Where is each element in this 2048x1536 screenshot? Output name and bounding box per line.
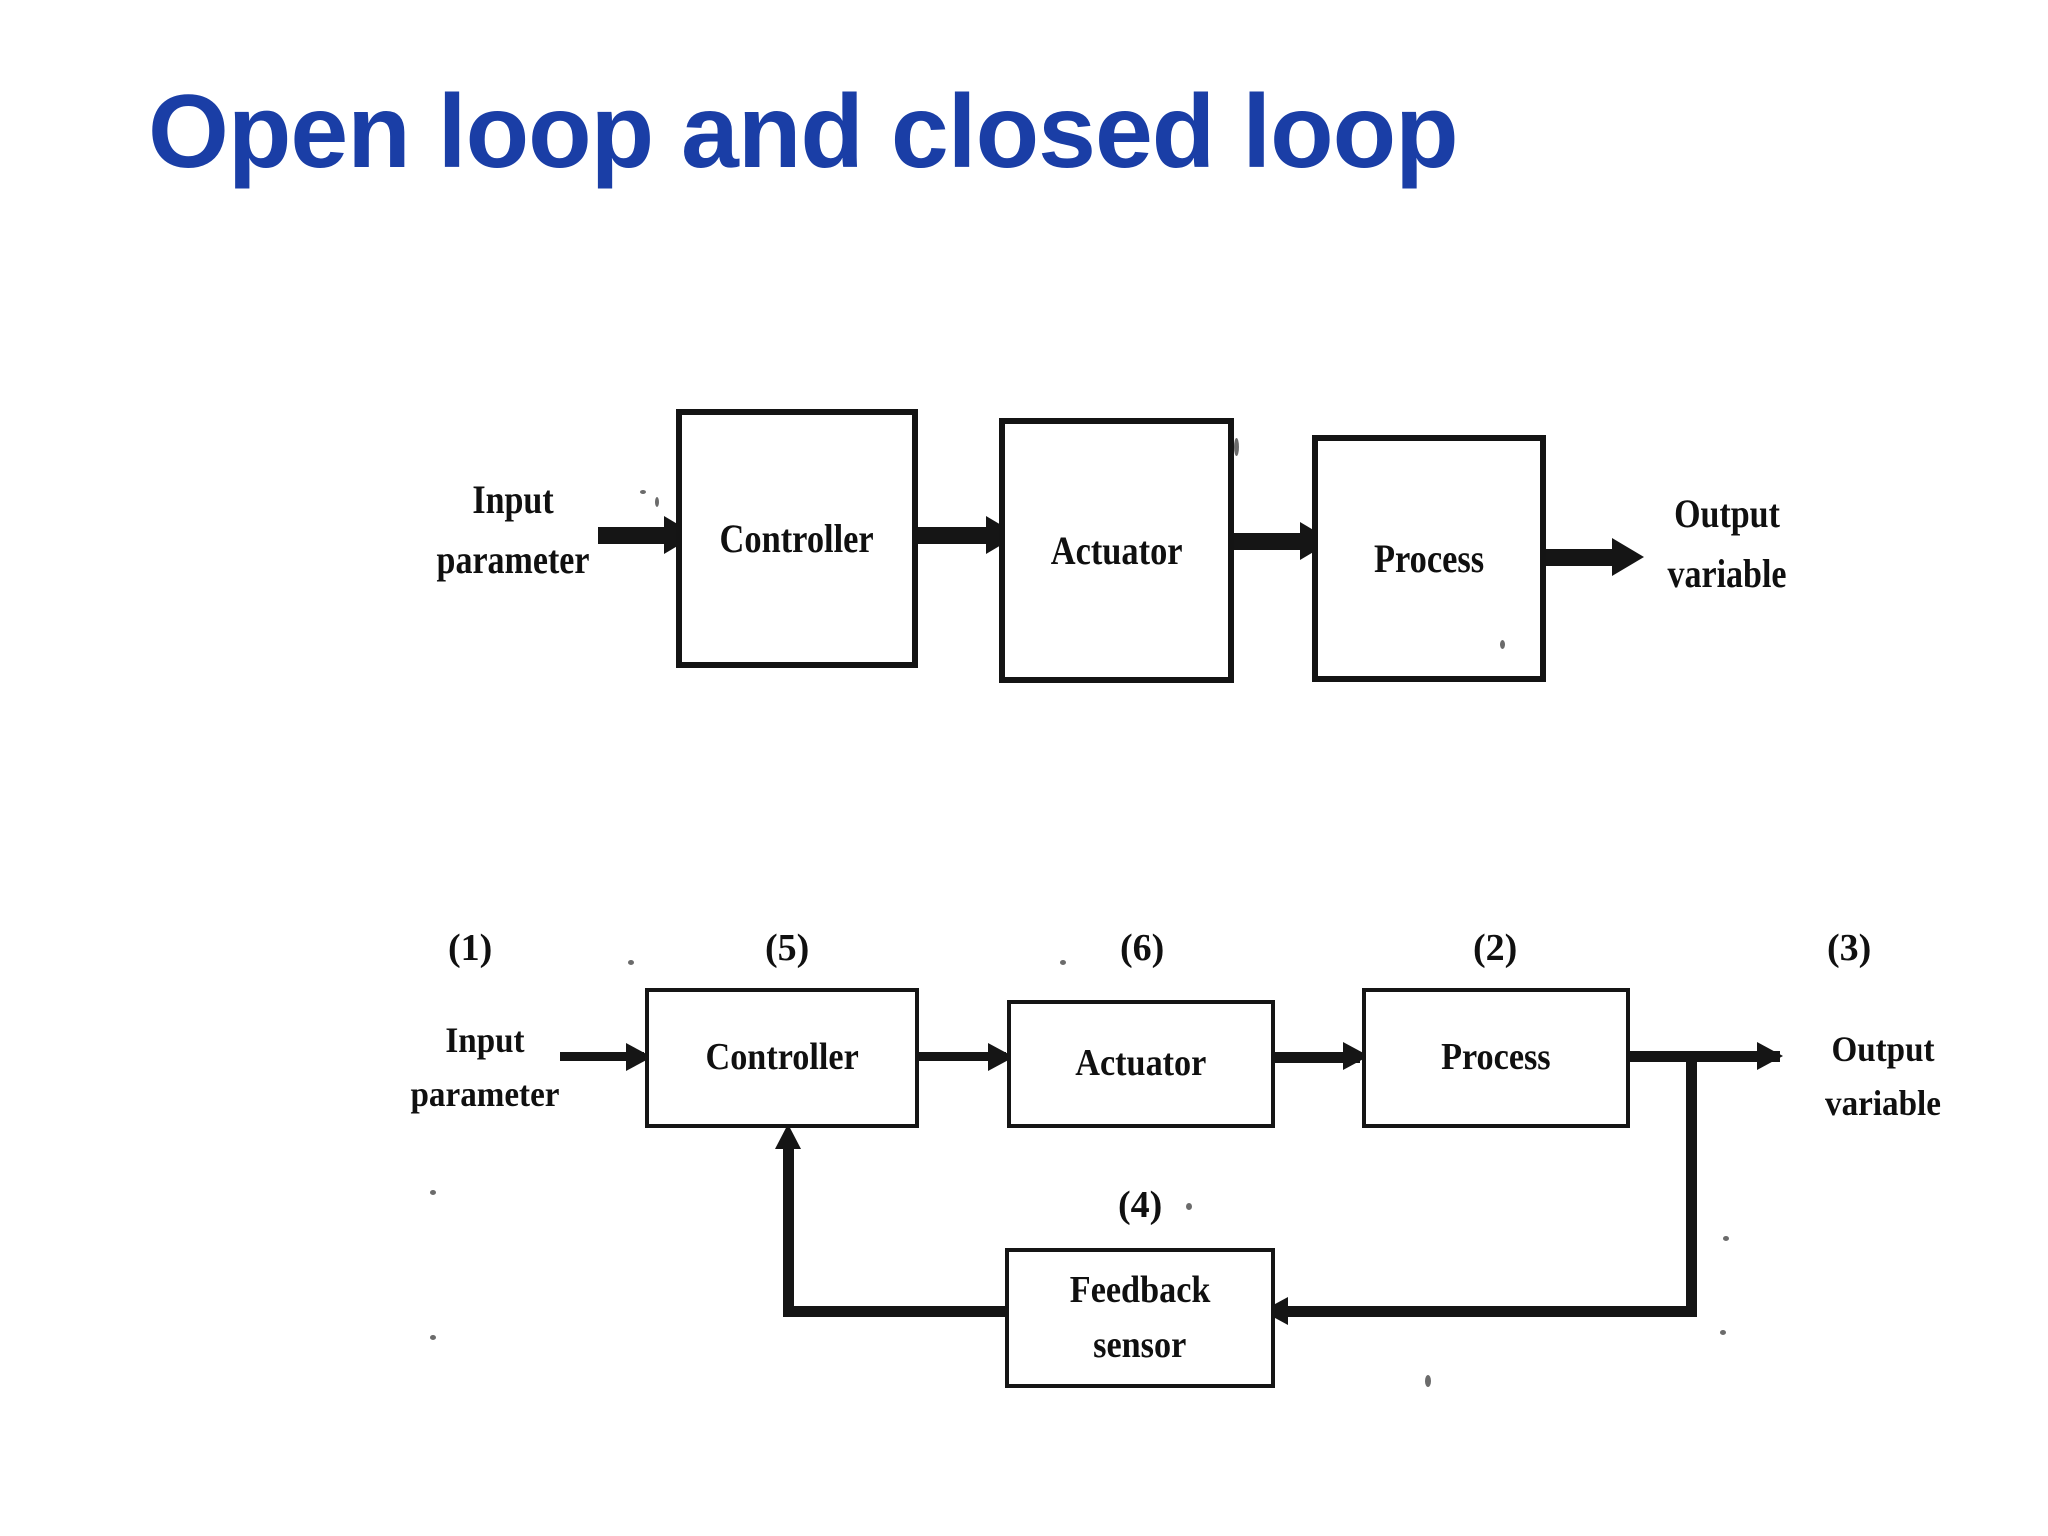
closed-loop-output-arrowhead bbox=[1757, 1042, 1783, 1070]
closed-loop-output-line2: variable bbox=[1825, 1083, 1941, 1123]
closed-loop-block-controller[interactable]: Controller bbox=[645, 988, 919, 1128]
open-loop-output-line1: Output bbox=[1674, 491, 1780, 536]
open-loop-input-line2: parameter bbox=[436, 537, 590, 582]
closed-loop-input-line2: parameter bbox=[410, 1074, 560, 1114]
open-loop-output-connector bbox=[1546, 549, 1624, 566]
callout-4-feedback-sensor: (4) bbox=[1118, 1184, 1163, 1226]
closed-loop-input-label: Input parameter bbox=[398, 1013, 573, 1121]
scan-speck bbox=[1425, 1375, 1431, 1387]
open-loop-output-line2: variable bbox=[1667, 551, 1787, 596]
scan-speck bbox=[1500, 640, 1505, 649]
callout-5-controller: (5) bbox=[765, 927, 810, 969]
callout-3-output: (3) bbox=[1827, 927, 1872, 969]
closed-loop-block-controller-label: Controller bbox=[705, 1036, 859, 1079]
scan-speck bbox=[640, 490, 646, 494]
feedback-path-down bbox=[1686, 1051, 1697, 1317]
callout-2-process: (2) bbox=[1473, 927, 1518, 969]
closed-loop-block-process[interactable]: Process bbox=[1362, 988, 1630, 1128]
closed-loop-connector-actuator-process bbox=[1275, 1052, 1360, 1063]
open-loop-output-arrowhead bbox=[1612, 538, 1644, 576]
scan-speck bbox=[1060, 960, 1066, 965]
scan-speck bbox=[655, 497, 659, 507]
open-loop-input-label: Input parameter bbox=[428, 470, 598, 590]
closed-loop-output-connector bbox=[1630, 1051, 1780, 1062]
open-loop-input-line1: Input bbox=[472, 477, 554, 522]
scan-speck bbox=[1234, 438, 1239, 456]
scan-speck bbox=[430, 1335, 436, 1340]
open-loop-block-controller-label: Controller bbox=[719, 516, 875, 561]
closed-loop-output-label: Output variable bbox=[1791, 1022, 1975, 1130]
closed-loop-connector-controller-actuator bbox=[919, 1052, 1006, 1061]
scan-speck bbox=[1720, 1330, 1726, 1335]
open-loop-connector-controller-actuator bbox=[918, 527, 1000, 544]
closed-loop-block-process-label: Process bbox=[1441, 1036, 1551, 1079]
closed-loop-block-feedback-sensor-label-line2: sensor bbox=[1093, 1324, 1187, 1366]
closed-loop-block-actuator-label: Actuator bbox=[1075, 1042, 1207, 1085]
feedback-path-to-sensor bbox=[1288, 1306, 1697, 1317]
feedback-path-from-sensor bbox=[783, 1306, 1008, 1317]
scan-speck bbox=[1723, 1236, 1729, 1241]
feedback-path-to-controller-arrowhead bbox=[775, 1124, 801, 1149]
open-loop-block-process[interactable]: Process bbox=[1312, 435, 1546, 682]
feedback-path-up bbox=[783, 1145, 794, 1317]
closed-loop-input-connector bbox=[560, 1052, 644, 1061]
closed-loop-block-feedback-sensor[interactable]: Feedback sensor bbox=[1005, 1248, 1275, 1388]
scan-speck bbox=[1186, 1203, 1192, 1210]
callout-1-input: (1) bbox=[448, 927, 493, 969]
open-loop-block-controller[interactable]: Controller bbox=[676, 409, 918, 668]
open-loop-output-label: Output variable bbox=[1638, 484, 1817, 604]
page-title: Open loop and closed loop bbox=[148, 74, 1459, 190]
scan-speck bbox=[628, 960, 634, 965]
open-loop-input-connector bbox=[598, 527, 676, 544]
open-loop-connector-actuator-process bbox=[1234, 533, 1314, 550]
open-loop-block-process-label: Process bbox=[1373, 536, 1485, 581]
open-loop-block-actuator-label: Actuator bbox=[1050, 528, 1183, 573]
closed-loop-block-feedback-sensor-label-line1: Feedback bbox=[1069, 1268, 1211, 1311]
closed-loop-output-line1: Output bbox=[1831, 1029, 1935, 1069]
open-loop-block-actuator[interactable]: Actuator bbox=[999, 418, 1234, 683]
closed-loop-input-line1: Input bbox=[445, 1020, 525, 1060]
closed-loop-block-actuator[interactable]: Actuator bbox=[1007, 1000, 1275, 1128]
callout-6-actuator: (6) bbox=[1120, 927, 1165, 969]
scan-speck bbox=[430, 1190, 436, 1195]
